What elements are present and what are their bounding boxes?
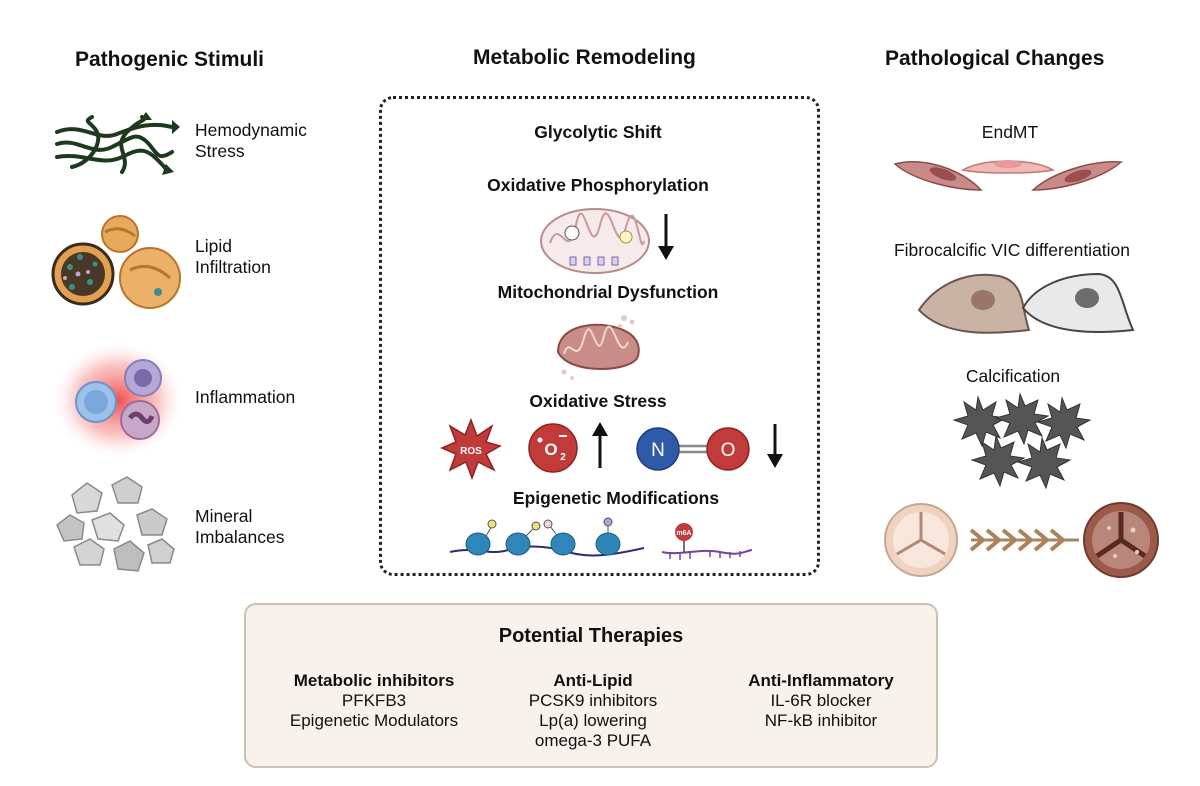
immune-cells-icon (50, 340, 186, 460)
therapy-group-heading: Metabolic inhibitors (293, 671, 455, 690)
stimulus-inflammation: Inflammation (195, 387, 345, 408)
epigenetic-label: Epigenetic Modifications (512, 488, 720, 508)
therapy-item: PFKFB3 (341, 691, 407, 710)
stimulus-mineral: Mineral Imbalances (195, 506, 345, 548)
ros-icon: ROS (440, 417, 502, 481)
therapy-group-metabolic: Metabolic inhibitors PFKFB3 Epigenetic M… (264, 671, 484, 731)
superoxide-label: O (544, 440, 557, 459)
therapy-group-antiinflammatory: Anti-Inflammatory IL-6R blocker NF-kB in… (716, 671, 926, 731)
ros-up-arrow-icon (592, 422, 608, 468)
stimulus-line2: Stress (195, 141, 245, 161)
stimuli-title: Pathogenic Stimuli (75, 48, 265, 71)
therapies-title: Potential Therapies (498, 625, 684, 647)
m6a-label: m6A (676, 530, 691, 537)
mito-dysfunction-label: Mitochondrial Dysfunction (497, 282, 719, 302)
endmt-cells-icon (893, 160, 1123, 191)
no-o-label: O (721, 440, 736, 461)
stimulus-hemodynamic: Hemodynamic Stress (195, 120, 345, 162)
m6a-rna-icon: m6A (661, 523, 753, 560)
glycolytic-shift-label: Glycolytic Shift (534, 122, 662, 142)
therapy-item: Epigenetic Modulators (289, 711, 459, 730)
flow-arrows-icon (55, 112, 180, 175)
therapy-group-heading: Anti-Inflammatory (748, 671, 894, 690)
superoxide-sub: 2 (560, 452, 566, 463)
therapy-item: PCSK9 inhibitors (528, 691, 658, 710)
remodeling-title: Metabolic Remodeling (473, 46, 696, 69)
therapy-item: NF-kB inhibitor (764, 711, 878, 730)
changes-title: Pathological Changes (885, 47, 1105, 70)
nucleosome-dna-icon (449, 517, 645, 557)
therapies-box: Potential Therapies Metabolic inhibitors… (244, 603, 938, 768)
ros-label: ROS (460, 446, 482, 457)
no-down-arrow-icon (767, 424, 783, 468)
superoxide-icon: O 2 (528, 423, 578, 473)
therapy-group-heading: Anti-Lipid (553, 671, 633, 690)
oxidative-stress-label: Oxidative Stress (529, 391, 667, 411)
mitochondrion-icon (540, 208, 650, 274)
no-n-label: N (651, 440, 665, 461)
stimulus-line1: Mineral (195, 506, 253, 526)
remodeling-box (379, 96, 820, 576)
lipoprotein-icon (51, 215, 181, 309)
crystals-icon (56, 476, 175, 572)
oxphos-label: Oxidative Phosphorylation (487, 175, 709, 195)
stimulus-line2: Imbalances (195, 527, 285, 547)
therapy-item: Lp(a) lowering (539, 711, 647, 730)
stimulus-line1: Lipid (195, 236, 232, 256)
valve-progression-icon (884, 502, 1159, 578)
therapy-item: IL-6R blocker (770, 691, 872, 710)
endmt-label: EndMT (981, 122, 1039, 142)
stimulus-line1: Inflammation (195, 387, 296, 407)
calcification-nodules-icon (952, 392, 1092, 490)
therapy-item: omega-3 PUFA (534, 731, 652, 750)
oxphos-down-arrow-icon (658, 214, 674, 260)
stimulus-line1: Hemodynamic (195, 120, 307, 140)
vic-cells-icon (917, 272, 1135, 334)
damaged-mitochondrion-icon (556, 315, 640, 380)
nitric-oxide-icon: N O (636, 427, 750, 471)
stimulus-line2: Infiltration (195, 257, 271, 277)
stimulus-lipid: Lipid Infiltration (195, 236, 345, 278)
therapy-group-antilipid: Anti-Lipid PCSK9 inhibitors Lp(a) loweri… (508, 671, 678, 751)
calcification-label: Calcification (965, 366, 1061, 386)
fibro-label: Fibrocalcific VIC differentiation (893, 240, 1131, 260)
